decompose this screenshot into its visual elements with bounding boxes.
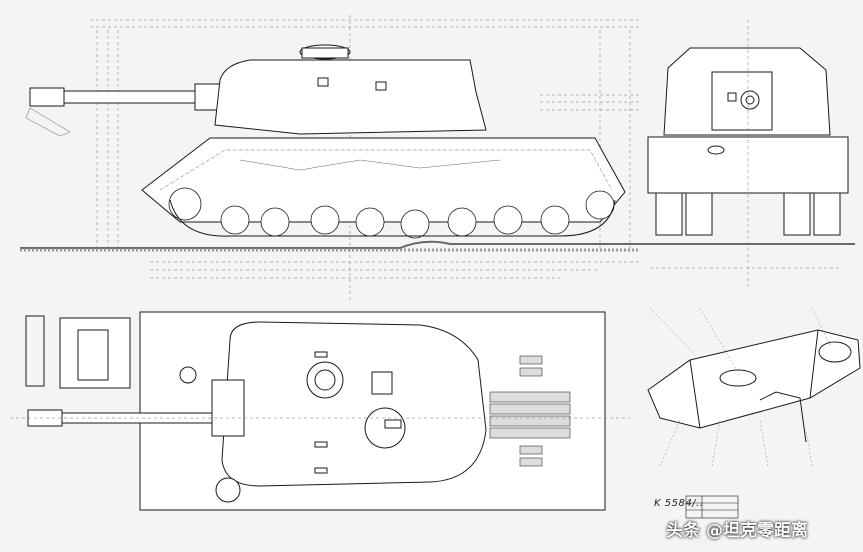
road-wheel <box>260 207 290 237</box>
ground-line <box>20 240 640 249</box>
road-wheel <box>310 205 340 235</box>
front-tracks <box>655 192 841 236</box>
hull-internal-lines <box>159 149 613 191</box>
plan-view <box>10 311 630 511</box>
turret-vision-port <box>317 77 329 87</box>
road-wheel <box>220 205 250 235</box>
title-block <box>685 495 739 519</box>
road-wheel <box>540 205 570 235</box>
track-side <box>169 199 616 237</box>
road-wheels-side <box>168 187 615 239</box>
watermark-handle: @坦克零距离 <box>706 520 808 541</box>
engine-deck-grilles <box>489 355 571 467</box>
main-gun-barrel-side <box>25 83 222 137</box>
road-wheel <box>447 207 477 237</box>
turret-vision-port <box>375 81 387 91</box>
watermark: 头条 @坦克零距离 <box>666 514 808 542</box>
isometric-hull-section <box>647 307 861 467</box>
side-dimension-lines <box>90 15 640 300</box>
drive-sprocket <box>168 187 202 221</box>
drawing-number: K 5584/.. <box>654 498 704 509</box>
hull-side <box>141 137 626 223</box>
side-elevation-view <box>20 15 640 300</box>
road-wheel <box>400 209 430 239</box>
plan-turret <box>221 321 487 487</box>
turret-side <box>214 59 487 135</box>
road-wheel <box>355 207 385 237</box>
watermark-platform: 头条 <box>666 520 700 541</box>
road-wheel <box>493 205 523 235</box>
front-elevation-view <box>640 20 855 290</box>
